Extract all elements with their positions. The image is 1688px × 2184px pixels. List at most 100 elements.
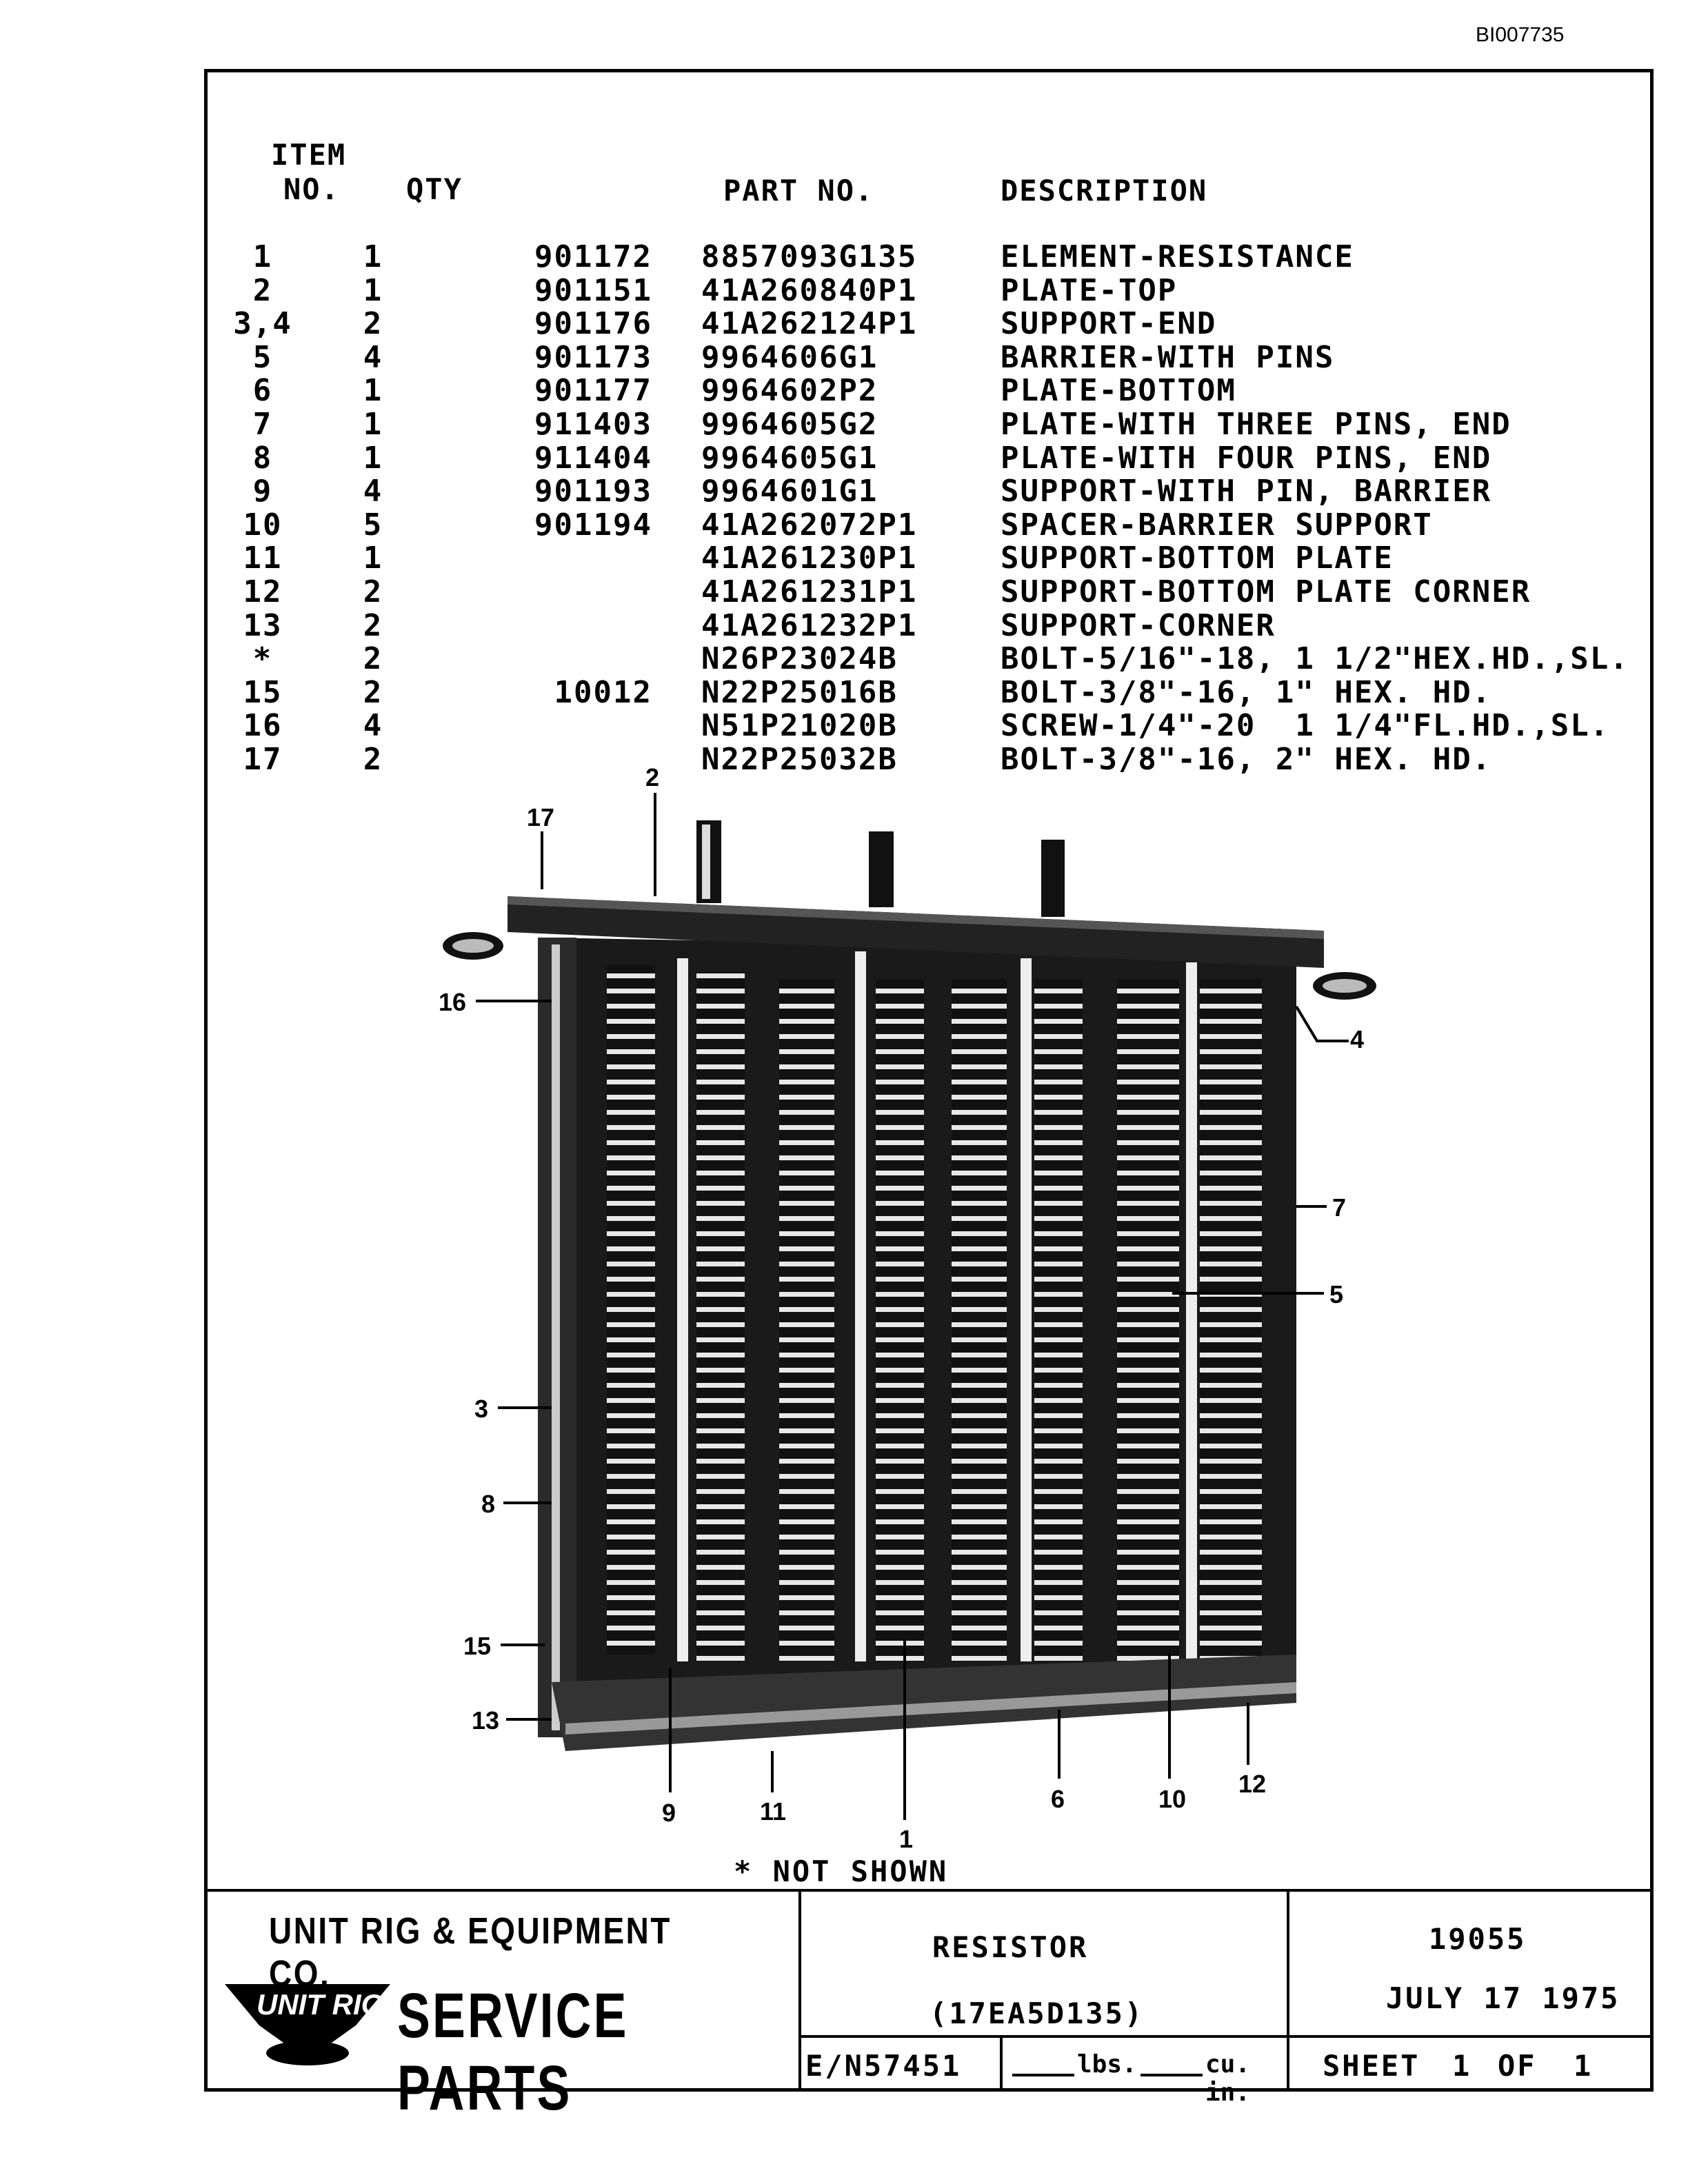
parts-row: 2 1 901151 41A260840P1 PLATE-TOP bbox=[208, 272, 1650, 308]
parts-row: 12 2 41A261231P1 SUPPORT-BOTTOM PLATE CORNE… bbox=[208, 574, 1650, 609]
part-number: N22P25016B bbox=[701, 674, 898, 710]
item-number: 7 bbox=[252, 407, 273, 442]
callout-12: 12 bbox=[1238, 1770, 1266, 1798]
part-description: PLATE-WITH FOUR PINS, END bbox=[1001, 440, 1492, 476]
callout-7: 7 bbox=[1332, 1193, 1346, 1222]
quantity: 4 bbox=[363, 474, 383, 509]
en-cell: E/N57451 bbox=[798, 2035, 1003, 2092]
part-number: 9964605G2 bbox=[701, 407, 878, 442]
quantity: 2 bbox=[363, 641, 383, 677]
quantity: 1 bbox=[363, 440, 383, 476]
callout-17: 17 bbox=[527, 803, 554, 831]
callout-6: 6 bbox=[1051, 1785, 1065, 1813]
part-description: SUPPORT-WITH PIN, BARRIER bbox=[1001, 474, 1492, 509]
item-number: 9 bbox=[252, 474, 273, 509]
parts-row: 8 1 911404 9964605G1 PLATE-WITH FOUR PINS, E… bbox=[208, 440, 1650, 476]
item-number: 3,4 bbox=[233, 306, 292, 342]
ge-number: 901172 bbox=[534, 239, 652, 274]
callout-13: 13 bbox=[472, 1706, 499, 1735]
lbs-blank bbox=[1012, 2074, 1074, 2076]
service-parts-title: SERVICE PARTS bbox=[397, 1981, 629, 2123]
part-description: SUPPORT-BOTTOM PLATE CORNER bbox=[1001, 574, 1531, 609]
quantity: 1 bbox=[363, 239, 383, 274]
ge-number: 911403 bbox=[534, 407, 652, 442]
drawing-title: RESISTOR bbox=[932, 1930, 1089, 1964]
item-number: 17 bbox=[243, 742, 283, 777]
item-number: 6 bbox=[252, 373, 273, 409]
part-description: SUPPORT-CORNER bbox=[1001, 607, 1276, 643]
company-name: UNIT RIG & EQUIPMENT CO. bbox=[269, 1910, 672, 1994]
part-description: PLATE-WITH THREE PINS, END bbox=[1001, 407, 1511, 442]
callout-8: 8 bbox=[481, 1490, 495, 1518]
unit-rig-logo: UNIT RIG bbox=[225, 1984, 390, 2065]
part-description: BOLT-3/8"-16, 1" HEX. HD. bbox=[1001, 674, 1492, 710]
part-description: SUPPORT-BOTTOM PLATE bbox=[1001, 540, 1394, 576]
sheet-number: 1 bbox=[1452, 2049, 1472, 2083]
part-description: PLATE-TOP bbox=[1001, 272, 1178, 308]
item-number: 8 bbox=[252, 440, 273, 476]
ge-number: 901177 bbox=[534, 373, 652, 409]
item-number: 5 bbox=[252, 339, 273, 375]
header-item: ITEM bbox=[271, 138, 347, 172]
ge-number: 901193 bbox=[534, 474, 652, 509]
part-number: 9964605G1 bbox=[701, 440, 878, 476]
part-description: SPACER-BARRIER SUPPORT bbox=[1001, 507, 1433, 543]
part-number: N51P21020B bbox=[701, 708, 898, 744]
ge-number: 10012 bbox=[554, 674, 652, 710]
quantity: 2 bbox=[363, 607, 383, 643]
not-shown-note: * NOT SHOWN bbox=[734, 1854, 949, 1888]
quantity: 2 bbox=[363, 574, 383, 609]
ge-number: 911404 bbox=[534, 440, 652, 476]
item-number: 2 bbox=[252, 272, 273, 308]
quantity: 1 bbox=[363, 373, 383, 409]
item-number: 15 bbox=[243, 674, 283, 710]
number-cell: 19055 JULY 17 1975 bbox=[1287, 1889, 1654, 2038]
item-number: 13 bbox=[243, 607, 283, 643]
parts-row: 9 4 901193 9964601G1 SUPPORT-WITH PIN, BARRI… bbox=[208, 474, 1650, 509]
callout-2: 2 bbox=[645, 763, 659, 791]
model-number: (17EA5D135) bbox=[930, 1996, 1145, 2030]
quantity: 2 bbox=[363, 306, 383, 342]
ge-number: 901176 bbox=[534, 306, 652, 342]
header-qty: QTY bbox=[406, 172, 463, 206]
cuin-label: cu. in. bbox=[1205, 2050, 1251, 2107]
part-number: 41A260840P1 bbox=[701, 272, 918, 308]
part-description: BOLT-3/8"-16, 2" HEX. HD. bbox=[1001, 742, 1492, 777]
company-cell: UNIT RIG & EQUIPMENT CO. UNIT RIG SERVIC… bbox=[204, 1889, 801, 2123]
part-description: BARRIER-WITH PINS bbox=[1001, 339, 1335, 375]
ge-number: 901151 bbox=[534, 272, 652, 308]
of-label: OF bbox=[1498, 2049, 1537, 2083]
title-cell: RESISTOR (17EA5D135) bbox=[798, 1889, 1289, 2038]
callout-5: 5 bbox=[1329, 1280, 1343, 1308]
callout-3: 3 bbox=[474, 1395, 488, 1423]
parts-row: 17 2 N22P25032B BOLT-3/8"-16, 2" HEX. HD. bbox=[208, 742, 1650, 777]
quantity: 4 bbox=[363, 708, 383, 744]
item-number: 12 bbox=[243, 574, 283, 609]
callout-10: 10 bbox=[1158, 1785, 1186, 1813]
part-description: PLATE-BOTTOM bbox=[1001, 373, 1236, 409]
part-number: 41A262072P1 bbox=[701, 507, 918, 543]
part-number: 41A261231P1 bbox=[701, 574, 918, 609]
callout-1: 1 bbox=[899, 1825, 913, 1853]
logo-text: UNIT RIG bbox=[257, 1988, 383, 2021]
quantity: 5 bbox=[363, 507, 383, 543]
quantity: 2 bbox=[363, 742, 383, 777]
part-number: 41A261230P1 bbox=[701, 540, 918, 576]
part-number: N22P25032B bbox=[701, 742, 898, 777]
item-number: 1 bbox=[252, 239, 273, 274]
part-description: SUPPORT-END bbox=[1001, 306, 1217, 342]
quantity: 1 bbox=[363, 272, 383, 308]
part-number: 9964601G1 bbox=[701, 474, 878, 509]
part-number: 9964606G1 bbox=[701, 339, 878, 375]
drawing-number: 19055 bbox=[1429, 1922, 1527, 1956]
item-number: * bbox=[252, 641, 273, 677]
